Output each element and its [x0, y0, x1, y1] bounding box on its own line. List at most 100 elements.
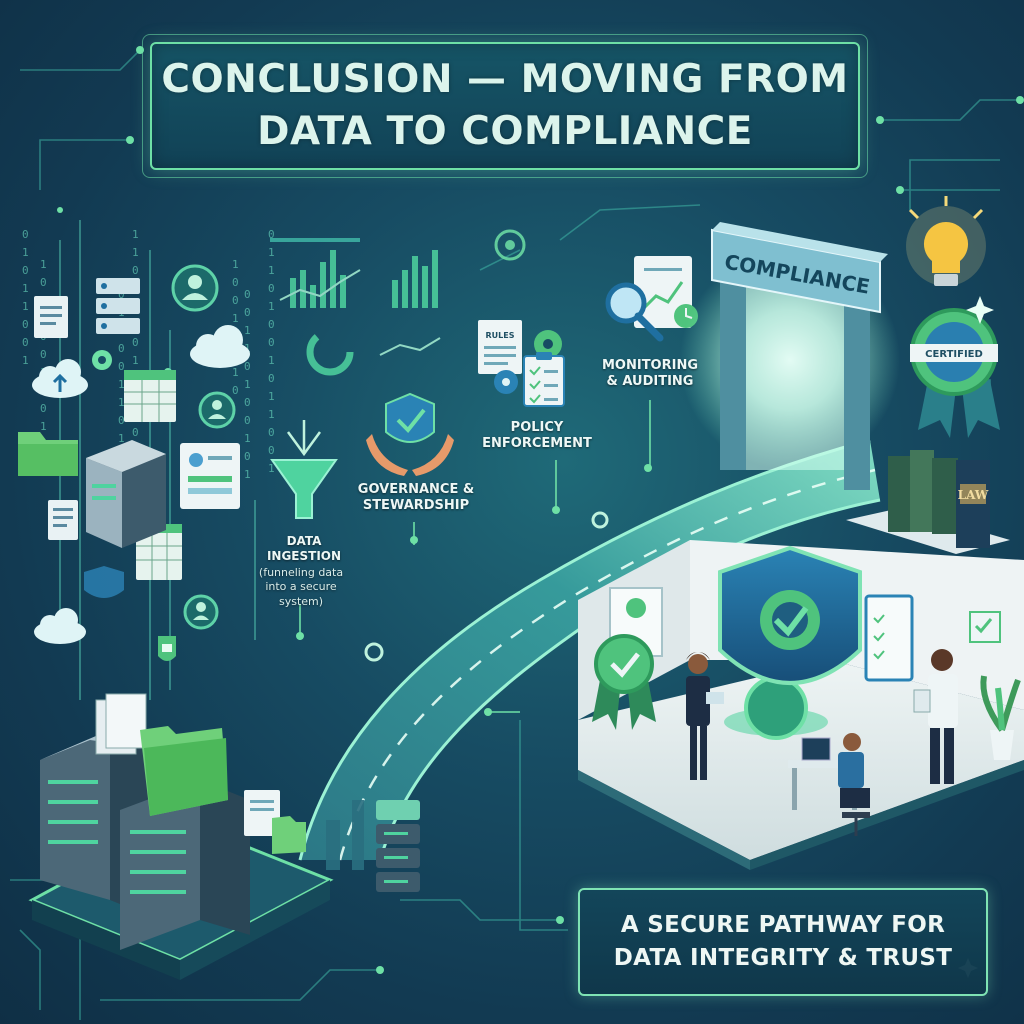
data-ingestion-caption-line-2: into a secure: [265, 580, 337, 594]
gear-icon: [494, 330, 562, 394]
cloud-icon: [34, 608, 86, 644]
callout-line-2: DATA INTEGRITY & TRUST: [613, 945, 953, 971]
binary-digit: 0: [132, 426, 139, 439]
certified-label: CERTIFIED: [925, 349, 983, 360]
binary-digit: 1: [40, 258, 47, 271]
binary-digit: 0: [268, 444, 275, 457]
data-ingestion-label-line-1: DATA: [286, 534, 322, 548]
ribbon-badge-icon: [910, 308, 1000, 438]
magnifier-icon: [605, 282, 664, 342]
plant-icon: [980, 675, 1021, 760]
user-icon: [171, 264, 219, 312]
rules-label: RULES: [486, 331, 515, 340]
secure-pathway-callout: A SECURE PATHWAY FOR DATA INTEGRITY & TR…: [578, 888, 988, 996]
binary-digit: 0: [40, 402, 47, 415]
binary-digit: 0: [232, 276, 239, 289]
data-ingestion-caption-line-1: (funneling data: [258, 566, 344, 579]
binary-digit: 0: [40, 348, 47, 361]
binary-digit: 0: [132, 264, 139, 277]
shield-icon: [84, 566, 124, 598]
hands-icon: [366, 434, 454, 476]
monitoring-label-line-1: MONITORING: [601, 358, 699, 373]
binary-digit: 1: [268, 408, 275, 421]
server-icon: [96, 278, 140, 334]
binary-digit: 0: [244, 450, 251, 463]
data-ingestion-caption-line-3: system): [278, 594, 324, 608]
cloud-icon: [190, 325, 250, 368]
gear-icon: [364, 511, 609, 662]
binary-digit: 1: [40, 420, 47, 433]
binary-digit: 1: [118, 396, 125, 409]
folder-icon: [272, 816, 306, 854]
binary-digit: 1: [268, 390, 275, 403]
clipboard-icon: [864, 594, 914, 682]
title-line-2: DATA TO COMPLIANCE: [257, 109, 753, 154]
binary-digit: 1: [244, 378, 251, 391]
folder-icon: [140, 726, 228, 816]
binary-digit: 0: [268, 336, 275, 349]
binary-digit: 0: [244, 288, 251, 301]
spreadsheet-icon: [124, 370, 176, 422]
rules-document-icon: [478, 320, 522, 374]
binary-digit: 1: [132, 228, 139, 241]
binary-digit: 1: [22, 282, 29, 295]
governance-label-line-1: GOVERNANCE &: [357, 482, 475, 497]
policy-label-line-1: POLICY: [510, 420, 564, 435]
binary-digit: 0: [118, 288, 125, 301]
data-ingestion-caption: (funneling data into a secure system): [236, 566, 366, 609]
binary-digit: 0: [22, 336, 29, 349]
binary-digit: 0: [22, 228, 29, 241]
connector-lines: [299, 400, 651, 713]
lock-icon: [158, 636, 176, 661]
governance-label: GOVERNANCE & STEWARDSHIP: [336, 482, 496, 515]
binary-digit: 0: [268, 372, 275, 385]
binary-digit: 0: [244, 414, 251, 427]
binary-digit: 1: [232, 258, 239, 271]
document-icon: [180, 443, 240, 509]
binary-digit: 1: [244, 432, 251, 445]
document-icon: [48, 500, 78, 540]
binary-digit: 0: [244, 396, 251, 409]
binary-digit: 1: [268, 246, 275, 259]
binary-digit: 0: [268, 318, 275, 331]
binary-digit: 1: [118, 378, 125, 391]
binary-digit: 1: [132, 246, 139, 259]
binary-digit: 1: [232, 312, 239, 325]
law-books: [846, 450, 1010, 554]
compliance-gate: [680, 222, 900, 490]
binary-digit: 0: [232, 384, 239, 397]
policy-label-line-2: ENFORCEMENT: [482, 436, 592, 452]
binary-digit: 1: [22, 300, 29, 313]
title-line-1: CONCLUSION — MOVING FROM: [161, 57, 849, 102]
shield-gear-icon: [718, 545, 862, 740]
server-stack: [376, 800, 420, 892]
gear-icon: [92, 350, 112, 370]
lightbulb-icon: [906, 196, 986, 286]
binary-digit: 1: [244, 324, 251, 337]
binary-digit: 0: [118, 342, 125, 355]
binary-digit: 0: [232, 294, 239, 307]
title-plaque: CONCLUSION — MOVING FROM DATA TO COMPLIA…: [142, 34, 868, 178]
monitoring-label-line-2: & AUDITING: [606, 374, 694, 390]
law-book-label: LAW: [958, 488, 989, 502]
analytics-charts: [270, 229, 526, 376]
binary-digit: 1: [22, 246, 29, 259]
binary-digit: 1: [268, 354, 275, 367]
user-icon: [198, 391, 236, 429]
binary-digit: 1: [132, 354, 139, 367]
governance-label-line-2: STEWARDSHIP: [362, 498, 470, 514]
person-seated-at-desk: [788, 733, 870, 836]
binary-digit: 0: [244, 306, 251, 319]
monitoring-auditing-label: MONITORING & AUDITING: [584, 358, 716, 391]
binary-digit: 0: [268, 426, 275, 439]
ribbon-badge-icon: [592, 634, 656, 730]
binary-digit: 0: [244, 360, 251, 373]
binary-digit: 0: [22, 264, 29, 277]
funnel-icon: [270, 420, 338, 519]
user-icon: [183, 594, 219, 630]
binary-digit: 0: [268, 228, 275, 241]
cloud-icon: [32, 359, 88, 398]
binary-digit: 1: [22, 354, 29, 367]
binary-digit: 0: [118, 414, 125, 427]
